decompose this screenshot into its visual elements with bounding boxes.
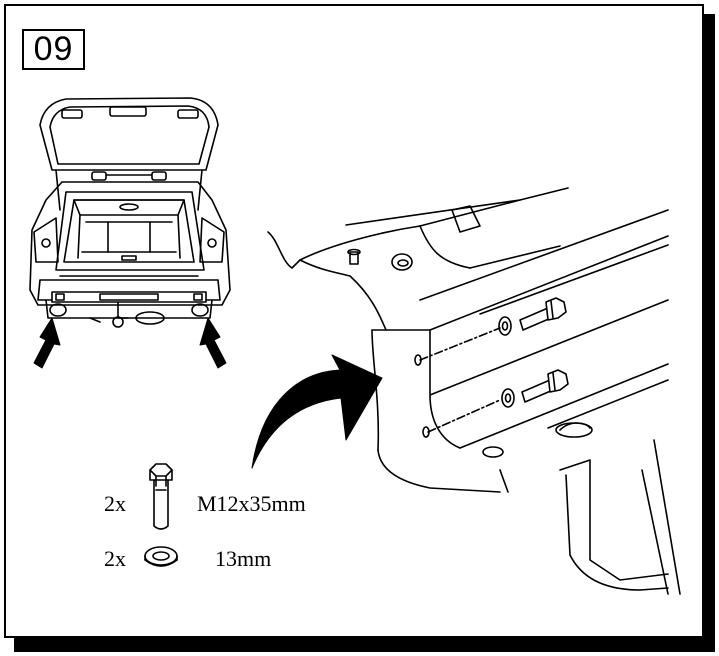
left-arrow-icon [33, 317, 61, 369]
car-body [29, 181, 231, 306]
instruction-frame [4, 4, 704, 638]
frame-shadow-bottom [14, 638, 715, 652]
open-tailgate [39, 97, 219, 171]
washer-size: 13mm [215, 546, 272, 571]
washer-qty: 2x [104, 546, 126, 571]
rear-bumper [37, 279, 221, 301]
right-tail-light [199, 217, 225, 263]
tow-hitch [117, 301, 129, 319]
hex-bolt-icon [149, 463, 173, 530]
washer-icon [144, 546, 178, 567]
tow-bar-beam [51, 291, 207, 303]
step-number: 09 [22, 29, 85, 70]
chassis-face [371, 235, 669, 331]
frame-shadow-right [704, 14, 715, 652]
bolt-size: M12x35mm [197, 491, 306, 516]
bolt-qty: 2x [104, 491, 126, 516]
mounting-arrows [33, 317, 227, 369]
bolt-assembly-upper [419, 297, 567, 361]
car-rear-view [29, 97, 231, 328]
left-tail-light [33, 217, 59, 263]
bolt-assembly-lower [427, 369, 569, 433]
trunk-opening [55, 191, 205, 271]
curved-direction-arrow-icon [251, 354, 383, 469]
chassis-closeup [267, 187, 681, 595]
right-arrow-icon [199, 317, 227, 369]
